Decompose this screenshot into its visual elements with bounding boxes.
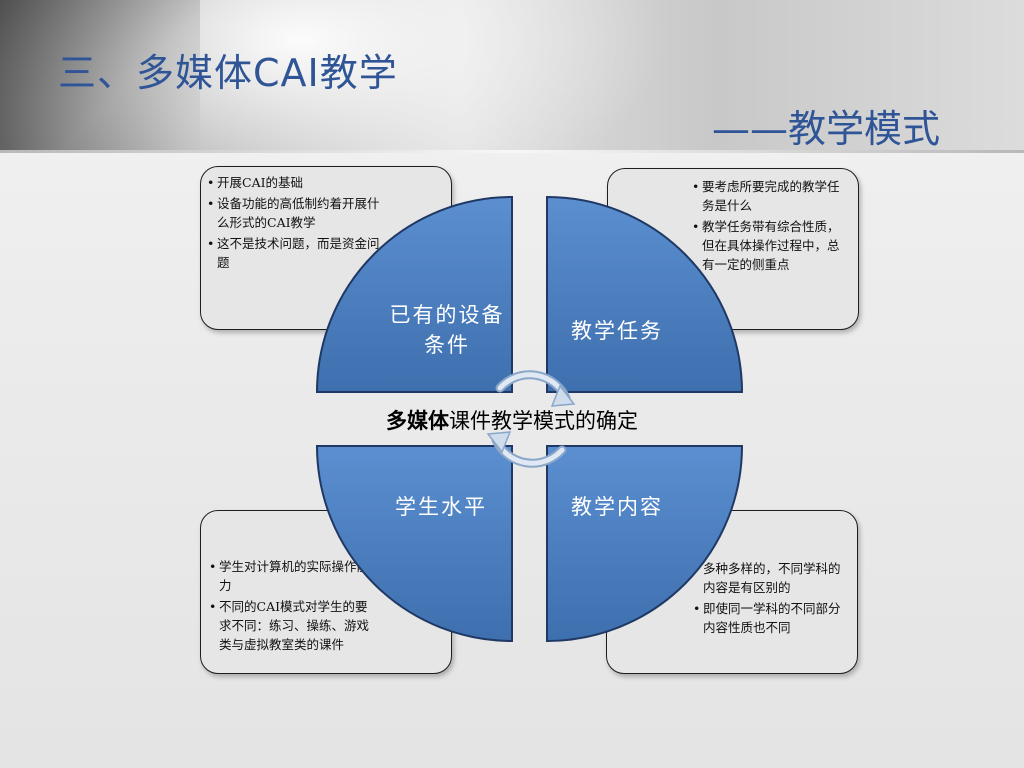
note-teaching-content-item: 即使同一学科的不同部分内容性质也不同 xyxy=(693,599,843,637)
center-title: 多媒体课件教学模式的确定 xyxy=(330,405,694,435)
slide-subtitle: ——教学模式 xyxy=(711,107,940,151)
quadrant-student-level[interactable] xyxy=(315,445,513,643)
quadrant-equipment-label: 已有的设备条件 xyxy=(389,303,505,357)
note-equipment-item: 这不是技术问题，而是资金问题 xyxy=(207,234,381,272)
quadrant-teaching-task-label: 教学任务 xyxy=(571,319,663,343)
note-equipment-item: 开展CAI的基础 xyxy=(207,173,381,192)
slide-title: 三、多媒体CAI教学 xyxy=(58,51,398,95)
note-student-level-item: 不同的CAI模式对学生的要求不同：练习、操练、游戏类与虚拟教室类的课件 xyxy=(209,597,371,654)
header-divider xyxy=(0,150,1024,153)
note-teaching-content-item: 多种多样的，不同学科的内容是有区别的 xyxy=(693,559,843,597)
quadrant-teaching-task[interactable] xyxy=(546,195,744,393)
quadrant-teaching-content[interactable] xyxy=(546,445,744,643)
center-title-bold: 多媒体 xyxy=(386,409,449,433)
quadrant-student-level-label: 学生水平 xyxy=(395,495,487,519)
note-teaching-task-item: 要考虑所要完成的教学任务是什么 xyxy=(692,177,846,215)
note-student-level-item: 学生对计算机的实际操作能力 xyxy=(209,557,371,595)
quadrant-teaching-content-label: 教学内容 xyxy=(571,495,663,519)
note-teaching-task-item: 教学任务带有综合性质，但在具体操作过程中，总有一定的侧重点 xyxy=(692,217,846,274)
center-title-rest: 课件教学模式的确定 xyxy=(449,409,638,433)
header-band xyxy=(0,0,1024,152)
note-equipment-item: 设备功能的高低制约着开展什么形式的CAI教学 xyxy=(207,194,381,232)
quadrant-equipment[interactable] xyxy=(315,195,513,393)
